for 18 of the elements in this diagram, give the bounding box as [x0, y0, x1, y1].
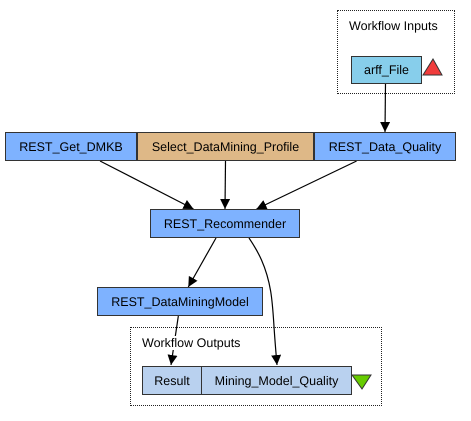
arrow [100, 160, 194, 210]
input-port-box: arff_File [351, 56, 422, 84]
group-frame [337, 10, 455, 94]
arrow [220, 161, 230, 209]
service-box: REST_Get_DMKB [5, 132, 137, 161]
arrow [188, 238, 217, 288]
arrow [256, 160, 357, 210]
service-box: REST_Data_Quality [314, 132, 456, 161]
service-box: REST_Recommender [150, 209, 300, 238]
output-port-box: Mining_Model_Quality [201, 366, 352, 395]
process-box: Select_DataMining_Profile [137, 132, 314, 161]
group-title: Workflow Outputs [141, 336, 242, 350]
arrow [248, 238, 282, 366]
arrow [380, 83, 390, 132]
group-frame [130, 327, 382, 406]
service-box: REST_DataMiningModel [97, 287, 263, 316]
group-title: Workflow Inputs [348, 19, 439, 33]
output-port-box: Result [142, 366, 202, 395]
